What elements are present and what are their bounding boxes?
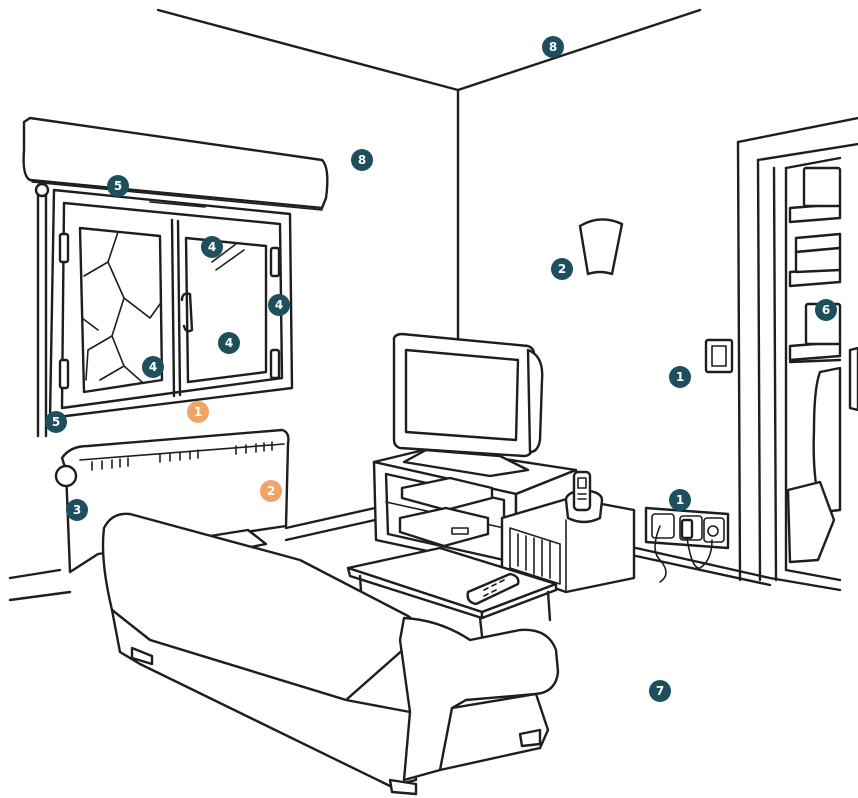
wall-sockets — [646, 508, 728, 582]
marker-3-radiator-valve[interactable]: 3 — [66, 499, 88, 521]
television — [394, 334, 542, 476]
marker-5-shutter-box[interactable]: 5 — [107, 175, 129, 197]
marker-8-ceiling[interactable]: 8 — [542, 36, 564, 58]
window — [24, 118, 328, 436]
wardrobe — [738, 118, 858, 580]
marker-4-window-pane[interactable]: 4 — [218, 332, 240, 354]
marker-1-power-socket[interactable]: 1 — [669, 489, 691, 511]
marker-4-broken-pane[interactable]: 4 — [142, 356, 164, 378]
marker-6-wardrobe[interactable]: 6 — [815, 299, 837, 321]
marker-7-floor[interactable]: 7 — [649, 680, 671, 702]
marker-2-wall-lamp[interactable]: 2 — [551, 258, 573, 280]
marker-1-light-switch[interactable]: 1 — [669, 366, 691, 388]
marker-4-window-frame[interactable]: 4 — [268, 294, 290, 316]
marker-1-window-sill[interactable]: 1 — [187, 401, 209, 423]
marker-4-window-pane-top[interactable]: 4 — [201, 236, 223, 258]
wall-lamp — [580, 219, 622, 274]
light-switch — [706, 340, 732, 372]
marker-8-wall[interactable]: 8 — [351, 149, 373, 171]
marker-5-shutter-rail[interactable]: 5 — [45, 411, 67, 433]
marker-2-radiator[interactable]: 2 — [260, 480, 282, 502]
